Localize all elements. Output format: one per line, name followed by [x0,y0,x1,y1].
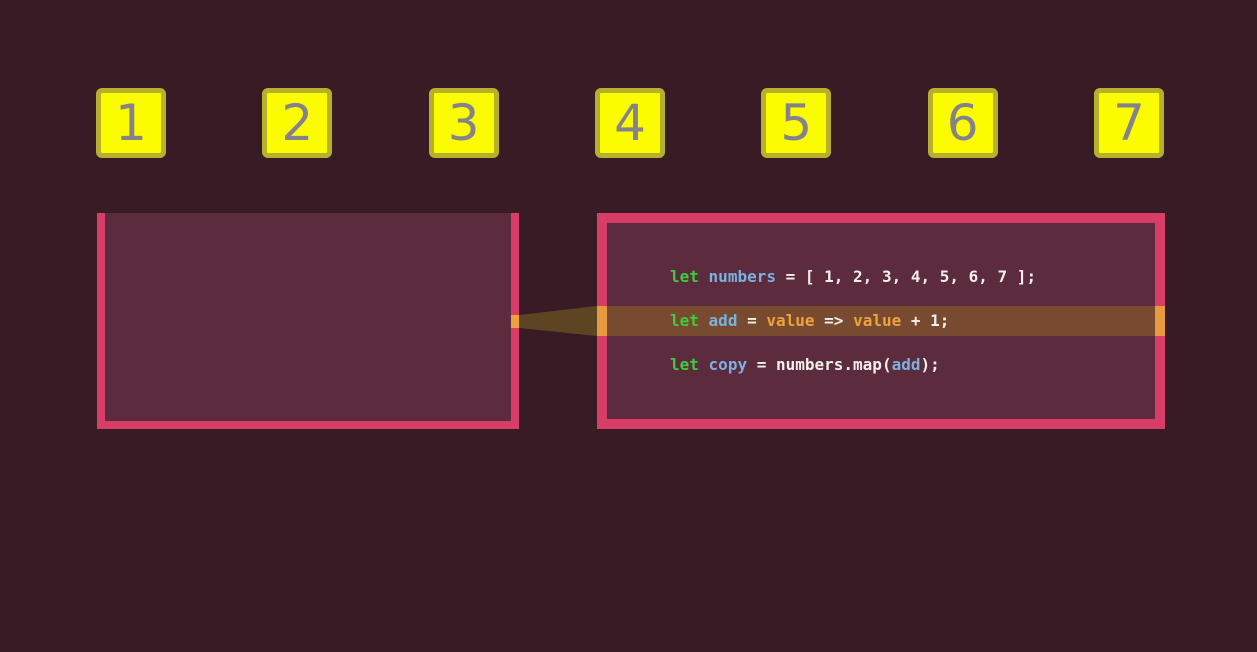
code-token-plain: ); [920,355,940,374]
code-token-keyword: let [670,355,699,374]
array-box [97,213,519,429]
code-token-plain [699,311,709,330]
number-square-6: 6 [927,88,998,158]
number-square-1: 1 [96,88,166,158]
code-line-add: let add = value => value + 1; [670,306,949,336]
code-token-plain: + 1; [901,311,950,330]
code-token-param: value [853,311,902,330]
code-token-plain: = [ 1, 2, 3, 4, 5, 6, 7 ]; [775,267,1037,286]
number-square-label: 4 [614,94,646,152]
beam-wedge [519,306,597,336]
highlight-right-edge [1155,306,1165,336]
number-square-3: 3 [428,88,499,158]
code-token-plain: = [737,311,767,330]
highlight-left-edge [597,306,607,336]
code-token-variable: add [708,311,738,330]
code-token-plain: => [814,311,854,330]
number-square-4: 4 [594,88,665,158]
highlight-bar [607,306,1155,336]
code-token-variable: numbers [708,267,776,286]
number-squares-row: 1 2 3 4 5 6 7 [96,88,1164,158]
code-token-plain [699,267,709,286]
code-token-keyword: let [670,311,699,330]
number-square-label: 7 [1113,94,1145,152]
code-token-variable: copy [708,355,748,374]
number-square-label: 3 [447,94,480,152]
number-square-2: 2 [262,88,333,158]
number-square-label: 5 [780,94,813,152]
number-square-7: 7 [1093,88,1164,158]
code-token-keyword: let [670,267,699,286]
number-square-5: 5 [761,88,832,158]
code-line-copy: let copy = numbers.map(add); [670,350,940,380]
code-token-plain [699,355,709,374]
number-square-label: 1 [115,94,147,152]
beam-tip [511,315,519,328]
code-panel: let numbers = [ 1, 2, 3, 4, 5, 6, 7 ]; l… [597,213,1165,429]
number-square-label: 6 [946,94,979,152]
code-token-variable: add [891,355,921,374]
code-token-plain: = numbers.map( [747,355,892,374]
code-line-numbers: let numbers = [ 1, 2, 3, 4, 5, 6, 7 ]; [670,262,1036,292]
code-token-param: value [766,311,815,330]
number-square-label: 2 [281,94,314,152]
